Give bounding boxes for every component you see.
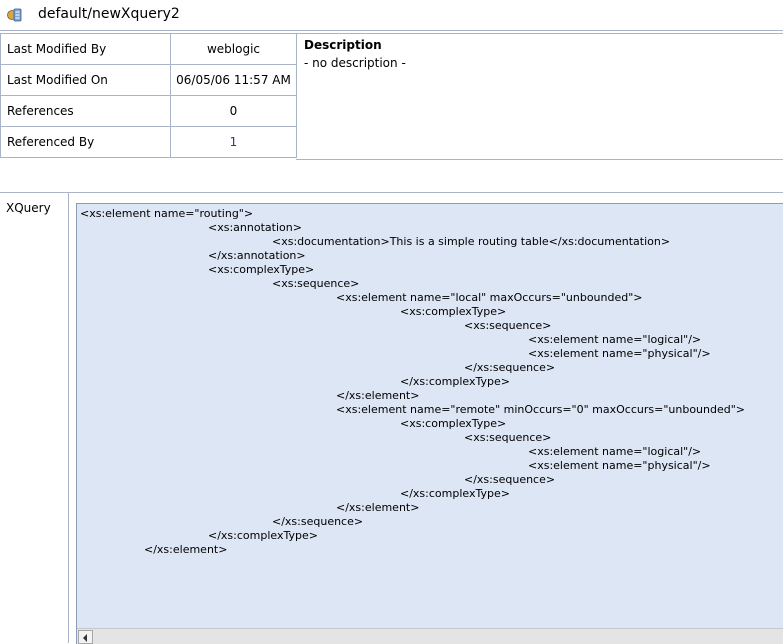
code-line: </xs:sequence> <box>272 515 364 528</box>
code-line: <xs:sequence> <box>464 431 552 444</box>
description-heading: Description <box>304 38 382 52</box>
code-line: <xs:element name="physical"/> <box>528 459 711 472</box>
code-line: <xs:element name="logical"/> <box>528 445 702 458</box>
code-line: <xs:element name="logical"/> <box>528 333 702 346</box>
code-line: <xs:documentation>This is a simple routi… <box>272 235 671 248</box>
code-line: </xs:element> <box>144 543 228 556</box>
references-value: 0 <box>170 95 297 127</box>
referenced-by-cell: 1 <box>170 126 297 158</box>
resource-header: default/newXquery2 <box>0 0 783 31</box>
last-modified-by-value: weblogic <box>170 33 297 65</box>
code-line: </xs:complexType> <box>400 487 510 500</box>
last-modified-on-label: Last Modified On <box>0 64 171 96</box>
xquery-editor-cell: <xs:element name="routing"> <xs:annotati… <box>69 192 783 644</box>
code-line: </xs:complexType> <box>400 375 510 388</box>
code-line: <xs:complexType> <box>208 263 315 276</box>
code-line: </xs:element> <box>336 501 420 514</box>
code-line: <xs:element name="remote" minOccurs="0" … <box>336 403 746 416</box>
xquery-label-cell: XQuery <box>0 192 69 643</box>
referenced-by-link[interactable]: 1 <box>229 135 238 149</box>
code-line: <xs:element name="routing"> <box>80 207 254 220</box>
code-line: </xs:annotation> <box>208 249 306 262</box>
last-modified-by-label: Last Modified By <box>0 33 171 65</box>
code-line: <xs:complexType> <box>400 417 507 430</box>
code-line: <xs:complexType> <box>400 305 507 318</box>
code-line: </xs:sequence> <box>464 361 556 374</box>
code-line: <xs:element name="physical"/> <box>528 347 711 360</box>
references-label: References <box>0 95 171 127</box>
page-title: default/newXquery2 <box>38 6 180 22</box>
code-line: <xs:annotation> <box>208 221 302 234</box>
arrow-left-icon <box>83 634 87 642</box>
referenced-by-label: Referenced By <box>0 126 171 158</box>
code-line: </xs:element> <box>336 389 420 402</box>
scroll-left-button[interactable] <box>78 630 93 644</box>
description-panel: Description - no description - <box>296 33 783 160</box>
last-modified-on-value: 06/05/06 11:57 AM <box>170 64 297 96</box>
code-line: </xs:complexType> <box>208 529 318 542</box>
code-line: <xs:sequence> <box>464 319 552 332</box>
xquery-label: XQuery <box>6 201 51 215</box>
resource-info-table: Last Modified By weblogic Last Modified … <box>0 33 297 158</box>
table-row: References 0 <box>0 95 297 127</box>
code-line: <xs:sequence> <box>272 277 360 290</box>
xquery-textarea[interactable]: <xs:element name="routing"> <xs:annotati… <box>76 203 783 644</box>
xquery-resource-icon <box>7 8 22 22</box>
table-row: Last Modified On 06/05/06 11:57 AM <box>0 64 297 96</box>
code-line: </xs:sequence> <box>464 473 556 486</box>
horizontal-scrollbar[interactable] <box>77 628 783 644</box>
code-line: <xs:element name="local" maxOccurs="unbo… <box>336 291 643 304</box>
table-row: Referenced By 1 <box>0 126 297 158</box>
table-row: Last Modified By weblogic <box>0 33 297 65</box>
description-text: - no description - <box>304 56 406 70</box>
